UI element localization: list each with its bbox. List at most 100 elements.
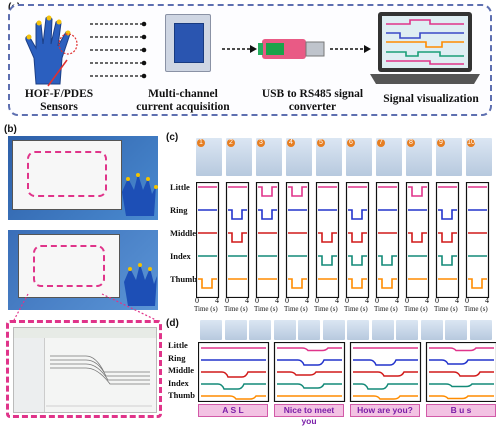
finger-label: Little	[168, 340, 188, 350]
finger-signal-trace	[378, 255, 397, 266]
x-tick-label: 4	[365, 296, 369, 305]
finger-label: Index	[168, 377, 189, 388]
gesture-photo: 8	[406, 138, 432, 176]
finger-signal-trace	[438, 209, 457, 220]
gesture-number: 9	[437, 139, 445, 147]
x-tick-label: 4	[305, 296, 309, 305]
x-tick-label: 4	[245, 296, 249, 305]
caption-visualization: Signal visualization	[383, 93, 479, 105]
sentence-button[interactable]: Nice to meet you	[274, 404, 344, 426]
sentence-signal-trace	[277, 383, 342, 389]
x-tick-label: 4	[335, 296, 339, 305]
gesture-photo	[445, 320, 467, 340]
x-axis-title: Time (s)	[464, 305, 488, 313]
x-tick-label: 0	[345, 296, 349, 305]
finger-label: Little	[170, 182, 190, 192]
gesture-photo	[249, 320, 271, 340]
sentence-signal-trace	[353, 359, 418, 366]
photo-laptop-glove-bottom	[8, 230, 158, 310]
finger-signal-trace	[378, 278, 397, 289]
sentence-button-row: A S L Nice to meet you How are you? B u s	[198, 404, 496, 426]
sentence-signal-grid-d	[198, 342, 496, 402]
caption-converter: USB to RS485 signal converter	[261, 88, 364, 113]
x-axis-title: Time (s)	[374, 305, 398, 313]
finger-signal-trace	[318, 232, 337, 243]
sentence-signal-trace	[201, 371, 266, 378]
finger-signal-trace	[258, 209, 277, 220]
x-tick-label: 4	[395, 296, 399, 305]
laptop-screen-bottom	[18, 234, 120, 298]
gesture-number: 7	[377, 139, 385, 147]
gesture-photo: 6	[346, 138, 372, 176]
x-axis-title: Time (s)	[344, 305, 368, 313]
sentence-button[interactable]: How are you?	[350, 404, 420, 417]
finger-signal-trace	[438, 232, 457, 243]
x-tick-label: 4	[485, 296, 489, 305]
x-axis-title: Time (s)	[434, 305, 458, 313]
gesture-number: 1	[197, 139, 205, 147]
gesture-photo	[347, 320, 369, 340]
x-tick-label: 0	[225, 296, 229, 305]
gesture-photo: 3	[256, 138, 282, 176]
finger-signal-trace	[228, 209, 247, 220]
finger-label: Middle	[168, 365, 194, 375]
x-tick-label: 0	[465, 296, 469, 305]
gesture-photo	[273, 320, 296, 340]
sentence-signal-trace	[201, 395, 266, 400]
gesture-number: 2	[227, 139, 235, 147]
sentence-button[interactable]: B u s	[426, 404, 496, 417]
laptop-monitor-image	[370, 12, 480, 84]
finger-signal-trace	[258, 186, 277, 197]
gesture-number: 8	[407, 139, 415, 147]
sentence-signal-trace	[353, 395, 418, 400]
gesture-box	[315, 182, 340, 298]
finger-signal-trace	[348, 232, 367, 243]
sentence-signal-trace	[429, 359, 494, 365]
software-window	[13, 327, 157, 413]
gesture-photo: 7	[376, 138, 402, 176]
usb-converter-image	[258, 39, 325, 59]
gesture-number: 6	[347, 139, 355, 147]
gesture-box	[255, 182, 280, 298]
glove-hand-image	[25, 15, 78, 85]
sensor-arrow	[47, 59, 68, 87]
finger-signal-trace	[228, 232, 247, 243]
zoom-connector	[13, 293, 157, 321]
x-tick-label: 0	[405, 296, 409, 305]
gesture-box	[196, 182, 220, 298]
finger-label: Thumb	[170, 274, 197, 284]
sentence-signal-trace	[429, 347, 494, 352]
sentence-signal-trace	[429, 395, 494, 400]
finger-label: Index	[170, 251, 191, 261]
finger-label: Ring	[170, 205, 188, 215]
x-tick-label: 0	[285, 296, 289, 305]
finger-signal-trace	[348, 278, 367, 289]
panel-c-label: (c)	[166, 132, 179, 143]
gesture-number: 3	[257, 139, 265, 147]
finger-signal-trace	[438, 255, 457, 266]
wire-lines	[90, 21, 147, 79]
x-tick-label: 4	[455, 296, 459, 305]
gesture-photo	[322, 320, 345, 340]
arrow-to-laptop	[330, 45, 371, 53]
x-tick-label: 0	[195, 296, 199, 305]
x-axis-title: Time (s)	[194, 305, 218, 313]
gesture-photo	[396, 320, 418, 340]
gesture-photo: 2	[226, 138, 252, 176]
gesture-box	[405, 182, 430, 298]
sentence-signal-trace	[277, 347, 342, 352]
gesture-photo: 10	[466, 138, 492, 176]
sentence-signal-trace	[277, 371, 342, 376]
photo-laptop-glove-top	[8, 136, 158, 220]
x-axis-title: Time (s)	[404, 305, 428, 313]
finger-signal-trace	[408, 232, 427, 243]
panel-b-label: (b)	[4, 124, 17, 135]
laptop-screen-top	[12, 140, 122, 210]
sentence-signal-trace	[277, 359, 342, 366]
finger-signal-grid-c	[196, 182, 490, 298]
gesture-box	[465, 182, 490, 298]
gesture-photo	[200, 320, 222, 340]
sentence-button[interactable]: A S L	[198, 404, 268, 417]
